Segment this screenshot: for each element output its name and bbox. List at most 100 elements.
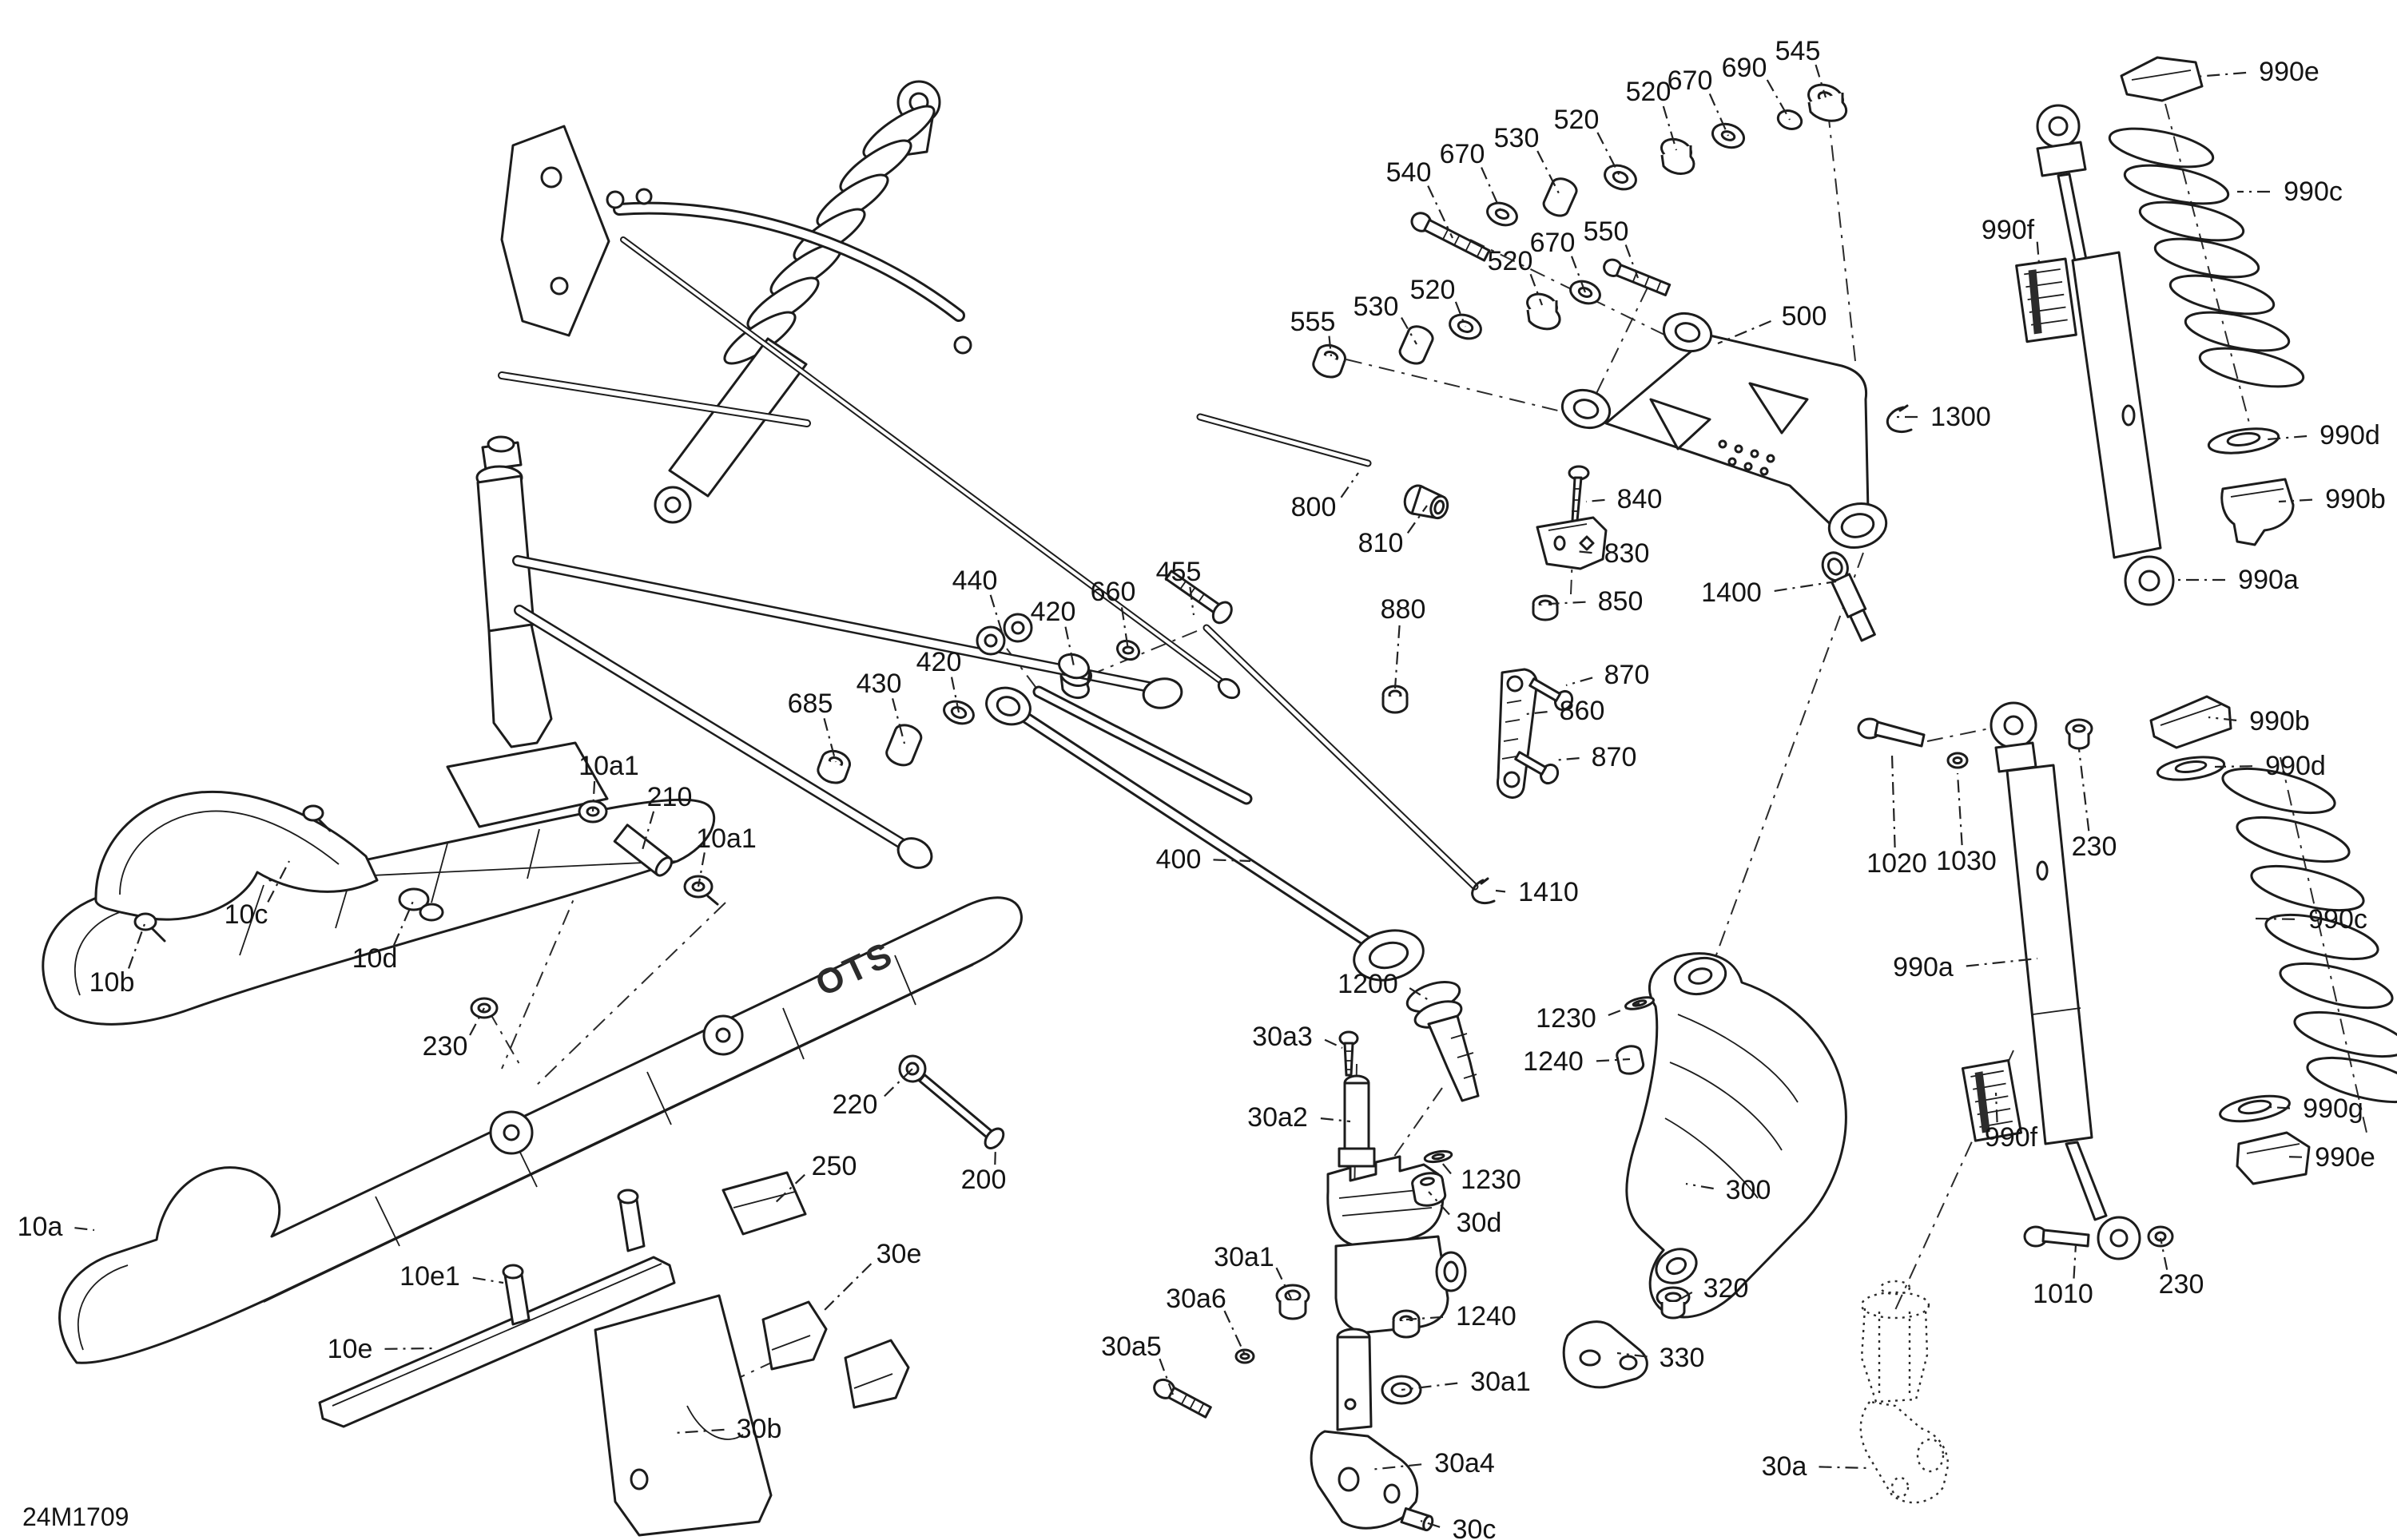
shaft-30a2 xyxy=(1338,1074,1376,1168)
ski-handle-drawing xyxy=(94,790,499,1019)
part-label-860: 860 xyxy=(1560,696,1605,726)
part-label-990a: 990a xyxy=(2238,565,2299,595)
oring-690 xyxy=(1776,109,1803,130)
part-label-30a1: 30a1 xyxy=(1470,1367,1531,1397)
washer-10a1-lower xyxy=(683,875,719,906)
part-label-30a4: 30a4 xyxy=(1434,1448,1495,1478)
spring-mount-990b-2 xyxy=(2149,695,2232,749)
part-label-670: 670 xyxy=(1440,139,1485,169)
leader-10b xyxy=(127,921,147,969)
part-label-870: 870 xyxy=(1592,742,1637,772)
fork-30a4 xyxy=(1310,1328,1419,1530)
leader-300 xyxy=(1685,1182,1714,1190)
screw-top xyxy=(302,804,332,832)
nut-880 xyxy=(1381,685,1409,714)
part-label-250: 250 xyxy=(812,1151,857,1181)
part-label-10e1: 10e1 xyxy=(400,1261,460,1292)
bolt-870-upper xyxy=(1528,677,1574,712)
leader-840 xyxy=(1585,498,1605,503)
spring-seat-990g xyxy=(2219,1094,2291,1123)
part-label-1240: 1240 xyxy=(1456,1301,1517,1332)
part-label-520: 520 xyxy=(1626,77,1672,107)
part-label-30b: 30b xyxy=(737,1414,782,1444)
leader-30a4 xyxy=(1369,1463,1422,1471)
part-label-990b: 990b xyxy=(2249,706,2310,736)
part-label-870: 870 xyxy=(1604,660,1650,690)
part-label-990d: 990d xyxy=(2265,751,2326,781)
part-label-990g: 990g xyxy=(2303,1093,2363,1124)
bushing-810 xyxy=(1403,484,1449,520)
part-label-990b: 990b xyxy=(2325,484,2386,514)
leader-500 xyxy=(1717,320,1771,345)
leader-1010 xyxy=(2073,1244,2077,1279)
bolt-870-lower xyxy=(1514,751,1560,785)
part-label-1200: 1200 xyxy=(1338,969,1398,999)
leader-545 xyxy=(1815,64,1827,98)
leader-830 xyxy=(1575,550,1592,554)
part-label-990e: 990e xyxy=(2315,1142,2375,1173)
bushing-1240-knuckle xyxy=(1616,1045,1645,1075)
bushing-30d xyxy=(1411,1172,1447,1207)
part-label-540: 540 xyxy=(1386,157,1432,188)
part-label-670: 670 xyxy=(1530,228,1576,258)
leader-30d xyxy=(1428,1191,1450,1216)
part-label-990f: 990f xyxy=(1982,215,2035,245)
drawing-code: 24M1709 xyxy=(22,1502,129,1531)
leader-990f xyxy=(1994,1092,1998,1123)
bushing-520-c xyxy=(1526,292,1561,331)
ghost-strut-30a xyxy=(1859,1280,1950,1504)
leader-400 xyxy=(1213,859,1251,863)
leader-10e xyxy=(384,1347,436,1350)
leader-990g xyxy=(2268,1105,2291,1109)
part-label-520: 520 xyxy=(1554,105,1600,135)
nut-230-bottom xyxy=(2147,1225,2174,1248)
leader-10d xyxy=(392,899,415,946)
bushing-320 xyxy=(1656,1286,1691,1320)
leader-10c xyxy=(267,860,290,903)
bushing-420-upper xyxy=(1058,653,1092,700)
leader-30b xyxy=(674,1428,725,1435)
bushing-10d xyxy=(398,887,444,922)
part-label-10a: 10a xyxy=(18,1212,63,1242)
part-label-10b: 10b xyxy=(89,967,135,998)
leader-1230 xyxy=(1608,1002,1640,1017)
leader-30a2 xyxy=(1320,1117,1351,1123)
part-label-690: 690 xyxy=(1722,53,1767,83)
backer-plate-30b xyxy=(594,1294,773,1537)
part-label-10a1: 10a1 xyxy=(578,751,639,781)
circlip-1300 xyxy=(1886,404,1913,433)
part-label-30d: 30d xyxy=(1457,1208,1502,1238)
screw-10b xyxy=(133,912,166,943)
leader-210 xyxy=(641,811,655,851)
part-label-320: 320 xyxy=(1703,1273,1749,1304)
bolt-840 xyxy=(1568,465,1590,522)
part-label-850: 850 xyxy=(1598,586,1644,617)
leader-660 xyxy=(1120,607,1130,651)
leader-1400 xyxy=(1774,580,1837,592)
part-label-30a6: 30a6 xyxy=(1166,1284,1226,1314)
washer-660 xyxy=(1115,639,1141,661)
nut-555 xyxy=(1312,343,1346,379)
leader-850 xyxy=(1548,601,1586,605)
leader-30a1 xyxy=(1401,1382,1458,1391)
washer-1230-strut xyxy=(1423,1149,1453,1164)
part-label-520: 520 xyxy=(1410,275,1456,305)
leader-30a1 xyxy=(1275,1267,1292,1300)
stabilizer-and-bracket xyxy=(1196,413,1608,800)
leader-670 xyxy=(1570,256,1587,293)
nut-1030 xyxy=(1946,752,1969,769)
washer-30a6 xyxy=(1234,1348,1255,1364)
spring-990c-2 xyxy=(2221,767,2397,1104)
leader-530 xyxy=(1536,150,1561,197)
pin-200 xyxy=(918,1074,1005,1149)
part-label-545: 545 xyxy=(1775,36,1821,66)
leader-870 xyxy=(1565,677,1593,687)
strut-spindle-group xyxy=(1153,1030,1467,1532)
decal-990f-2 xyxy=(1961,1058,2023,1142)
leader-30e xyxy=(821,1263,873,1314)
part-label-330: 330 xyxy=(1660,1343,1705,1373)
leader-1200 xyxy=(1409,987,1429,1001)
stud-rear xyxy=(617,1189,646,1252)
leader-1030 xyxy=(1956,772,1963,846)
